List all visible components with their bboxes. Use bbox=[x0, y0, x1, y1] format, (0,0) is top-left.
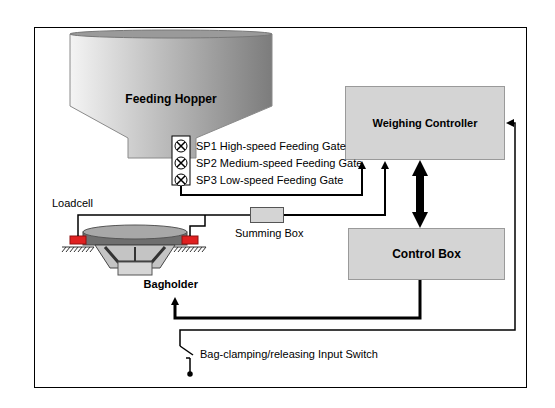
loadcell-symbol bbox=[62, 236, 206, 252]
frame-border bbox=[35, 28, 527, 388]
signal-wire bbox=[181, 169, 362, 195]
gate-label: SP3 Low-speed Feeding Gate bbox=[196, 174, 343, 187]
switch-symbol bbox=[180, 338, 193, 376]
bagholder: Bagholder bbox=[62, 222, 212, 296]
node-label: Bagholder bbox=[144, 278, 198, 290]
node-label: Control Box bbox=[392, 247, 461, 261]
node-label: Bag-clamping/releasing Input Switch bbox=[200, 348, 378, 360]
signal-wire bbox=[416, 176, 424, 212]
node-label: Summing Box bbox=[235, 227, 303, 239]
input-switch: Bag-clamping/releasing Input Switch bbox=[172, 338, 412, 374]
summing-box: Summing Box bbox=[250, 207, 284, 223]
signal-wire bbox=[175, 280, 420, 318]
bagholder-illustration bbox=[83, 225, 187, 275]
node-label: Feeding Hopper bbox=[68, 92, 274, 106]
gate-label: SP1 High-speed Feeding Gate bbox=[196, 140, 346, 153]
loadcell-wire bbox=[78, 215, 250, 236]
weighing-controller-box: Weighing Controller bbox=[345, 86, 505, 160]
node-label: Weighing Controller bbox=[373, 117, 478, 129]
control-box: Control Box bbox=[348, 228, 505, 280]
gate-label: SP2 Medium-speed Feeding Gate bbox=[196, 157, 362, 170]
part-label: Loadcell bbox=[52, 197, 93, 210]
